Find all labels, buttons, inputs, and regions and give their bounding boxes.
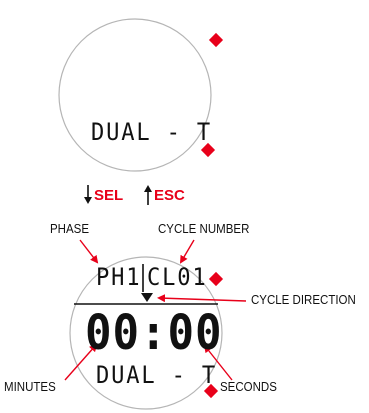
watch-button-top-lower[interactable] [200, 142, 216, 158]
minutes-callout-arrow [64, 343, 98, 381]
phase-display-text: PH1 [96, 263, 142, 291]
down-arrow-icon [84, 185, 92, 204]
cycle-direction-indicator [141, 293, 153, 302]
watch-button-bottom-upper[interactable] [208, 271, 224, 287]
watch-button-top-upper[interactable] [208, 32, 224, 48]
sel-button-label: SEL [94, 187, 124, 204]
bottom-display-mode-text: DUAL - T [96, 361, 218, 389]
phase-callout-arrow [79, 239, 99, 264]
watch-face-top [58, 18, 212, 172]
cycle-number-callout-label: CYCLE NUMBER [158, 222, 250, 236]
minutes-callout-label: MINUTES [4, 380, 56, 394]
cycle-direction-callout-label: CYCLE DIRECTION [251, 293, 356, 307]
esc-button-label: ESC [154, 187, 185, 204]
timer-display-text: 00:00 [85, 305, 223, 361]
top-display-mode-text: DUAL - T [91, 118, 213, 146]
up-arrow-icon [144, 185, 152, 205]
cycle-number-display-text: CL01 [147, 263, 208, 291]
cycle-direction-callout-arrow [157, 294, 247, 303]
phase-callout-label: PHASE [50, 222, 89, 236]
cycle-number-callout-arrow [179, 239, 195, 264]
seconds-callout-label: SECONDS [220, 380, 277, 394]
watch-face-bottom [69, 256, 223, 410]
seconds-callout-arrow [203, 344, 233, 381]
watch-button-bottom-lower[interactable] [203, 383, 219, 399]
